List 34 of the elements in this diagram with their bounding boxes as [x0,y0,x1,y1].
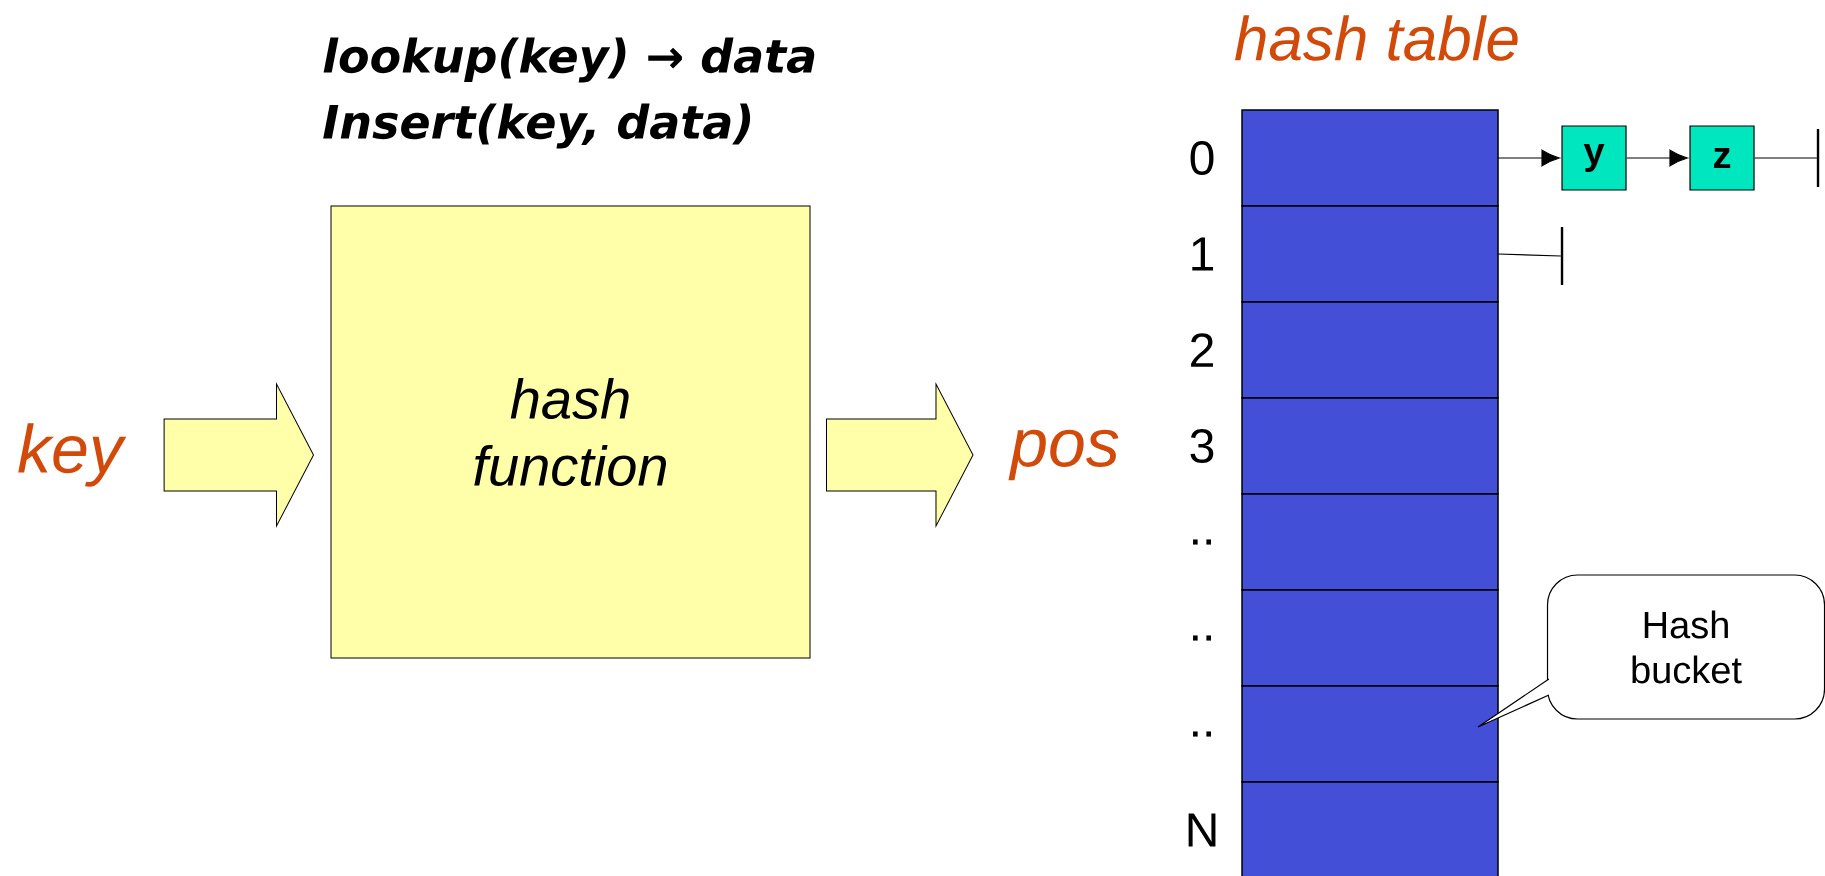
table-cell [1241,685,1499,783]
arrow [1497,149,1560,167]
table-cell [1241,493,1499,591]
table-cell [1241,301,1499,399]
row-number: 3 [1190,429,1214,463]
callout-pointer [1477,678,1550,728]
operation-signature: lookup(key) → data [323,37,815,83]
callout-bubble: Hash bucket [1546,574,1825,720]
table-cell [1241,397,1499,495]
block-arrow [163,383,314,527]
row-number: N [1188,813,1216,847]
connector-line [1754,157,1818,159]
row-number: .. [1193,635,1211,641]
row-number: .. [1193,731,1211,737]
table-cell [1241,781,1499,876]
null-terminator [1816,129,1820,187]
row-number: 0 [1190,141,1214,175]
row-number: 1 [1192,237,1213,271]
operation-signature: Insert(key, data) [323,103,751,149]
block-arrow [826,383,974,527]
null-terminator [1560,227,1564,285]
row-number: 2 [1191,333,1213,367]
input-label: key [18,423,127,487]
connector-line [1497,253,1562,257]
table-cell [1241,205,1499,303]
table-heading: hash table [1235,15,1518,61]
table-cell [1241,589,1499,687]
table-cell [1241,109,1499,207]
arrow [1626,149,1688,167]
list-node: z [1689,125,1755,191]
function-box: hash function [330,205,811,659]
list-node: y [1561,125,1627,191]
row-number: .. [1193,539,1211,545]
output-label: pos [1008,429,1119,481]
